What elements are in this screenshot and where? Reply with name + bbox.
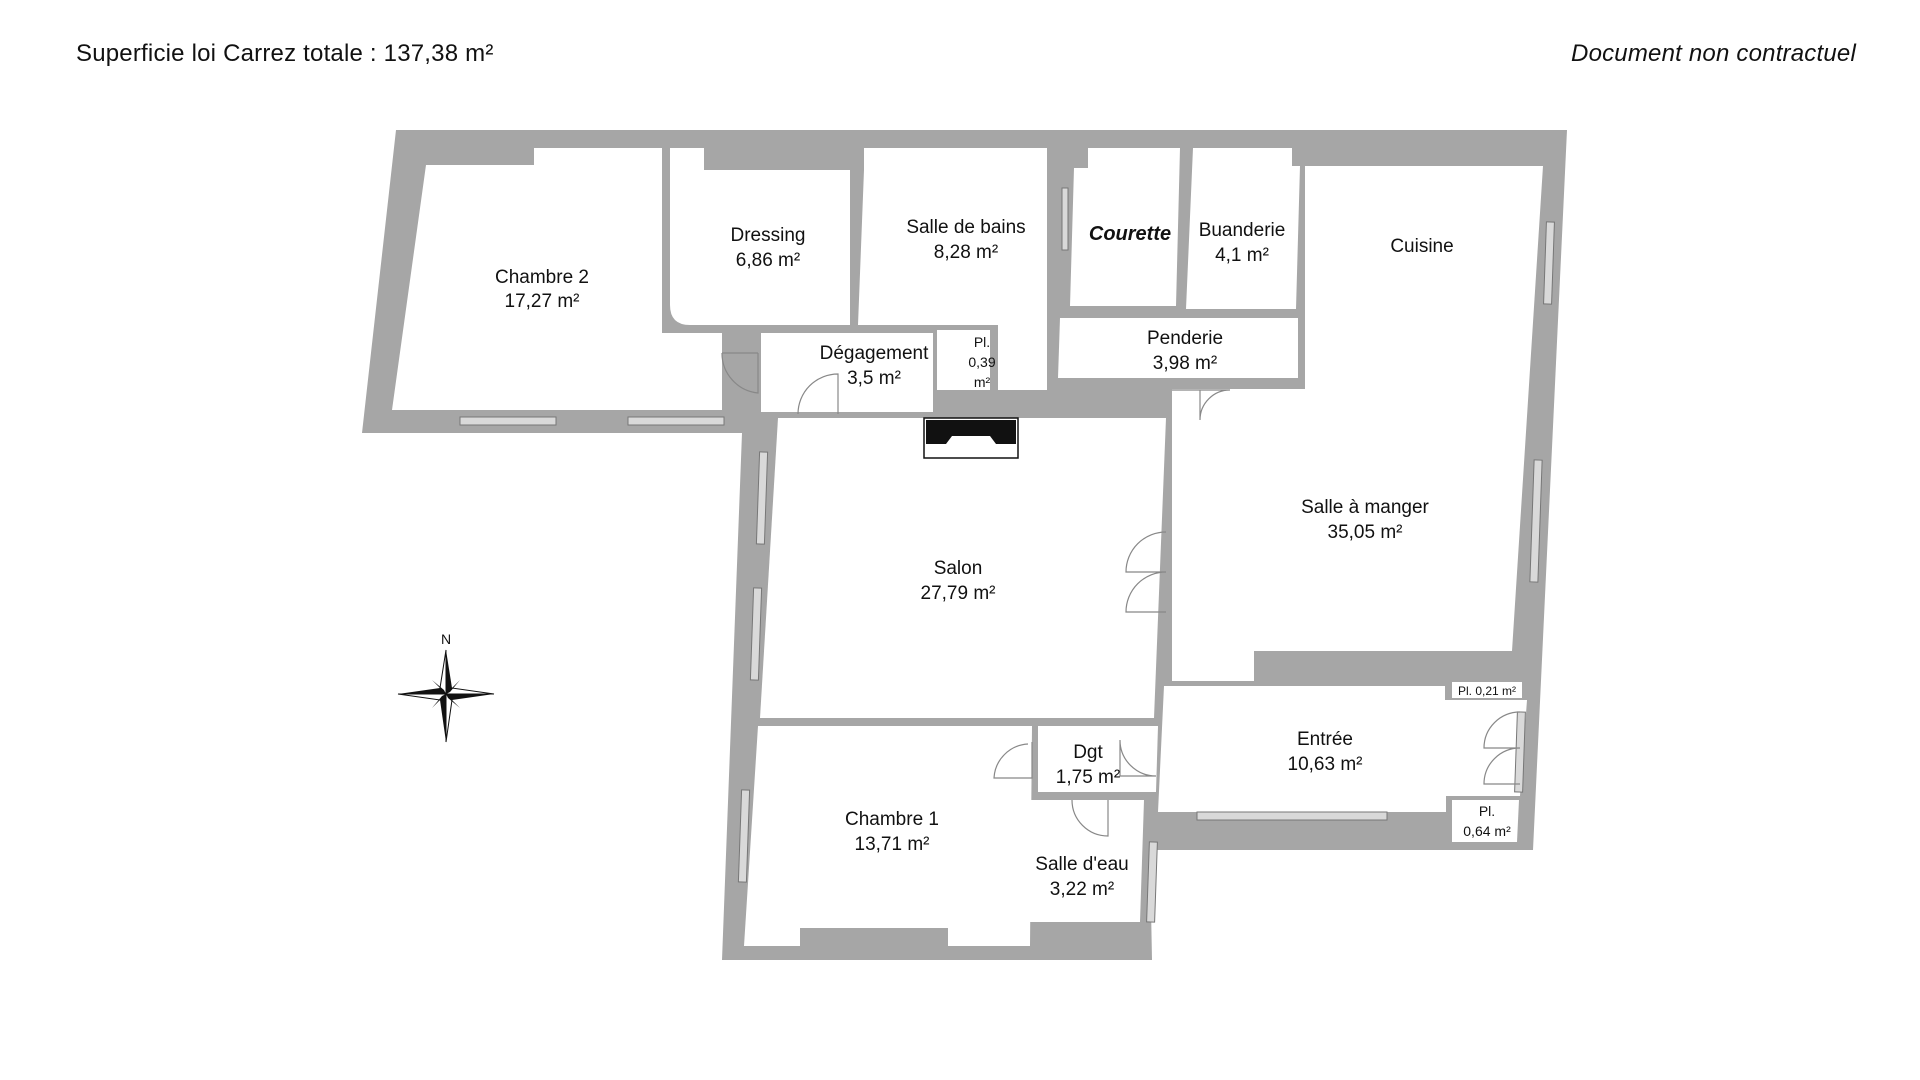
label-placard-1-area-b: m² (974, 374, 991, 390)
label-placard-3-area: 0,64 m² (1463, 823, 1511, 839)
label-dgt-area: 1,75 m² (1056, 767, 1120, 788)
room-dressing (670, 148, 850, 325)
label-cuisine-name: Cuisine (1390, 236, 1453, 257)
label-degagement-area: 3,5 m² (847, 368, 901, 389)
label-entree-area: 10,63 m² (1288, 754, 1363, 775)
label-salon-name: Salon (934, 558, 983, 579)
room-entree (1158, 686, 1527, 812)
room-penderie (1058, 318, 1298, 378)
label-dressing-area: 6,86 m² (736, 250, 800, 271)
room-courette (1070, 148, 1180, 306)
label-degagement-name: Dégagement (820, 343, 930, 364)
label-dressing-name: Dressing (731, 225, 806, 246)
total-area-caption: Superficie loi Carrez totale : 137,38 m² (76, 40, 494, 67)
room-placard-2 (1452, 682, 1522, 698)
label-penderie-name: Penderie (1147, 328, 1223, 349)
label-salle-d-eau-name: Salle d'eau (1035, 854, 1128, 875)
label-salon-area: 27,79 m² (921, 583, 996, 604)
label-salle-de-bains-area: 8,28 m² (934, 242, 998, 263)
label-placard-1-area-a: 0,39 (968, 354, 995, 370)
room-salle-de-bains (858, 148, 1047, 390)
label-buanderie-name: Buanderie (1199, 220, 1286, 241)
room-buanderie (1186, 148, 1300, 309)
label-dgt-name: Dgt (1073, 742, 1103, 763)
label-placard-1-name: Pl. (974, 334, 990, 350)
room-chambre-1 (744, 726, 1032, 946)
room-cuisine-salle-a-manger (1172, 166, 1543, 681)
label-courette-name: Courette (1089, 223, 1171, 245)
doors (721, 352, 1521, 837)
fireplace (923, 417, 1019, 459)
windows (459, 187, 1555, 923)
label-chambre-1-area: 13,71 m² (855, 834, 930, 855)
room-floors (392, 148, 1543, 946)
compass-rose: N (397, 631, 495, 743)
label-placard-3-name: Pl. (1479, 803, 1495, 819)
label-chambre-2-area: 17,27 m² (505, 291, 580, 312)
label-buanderie-area: 4,1 m² (1215, 245, 1269, 266)
label-salle-de-bains-name: Salle de bains (906, 217, 1025, 238)
label-chambre-2-name: Chambre 2 (495, 267, 589, 288)
room-labels: Chambre 2 17,27 m² Dressing 6,86 m² Sall… (495, 217, 1516, 900)
room-placard-1 (937, 330, 990, 390)
room-salle-d-eau (1024, 800, 1144, 922)
label-entree-name: Entrée (1297, 729, 1353, 750)
label-salle-d-eau-area: 3,22 m² (1050, 879, 1114, 900)
compass-north-label: N (441, 631, 451, 647)
label-penderie-area: 3,98 m² (1153, 353, 1217, 374)
room-chambre-2 (392, 148, 722, 410)
label-placard-2: Pl. 0,21 m² (1458, 684, 1516, 698)
label-salle-a-manger-name: Salle à manger (1301, 497, 1429, 518)
room-placard-3 (1452, 800, 1519, 842)
room-salon (760, 418, 1166, 718)
label-salle-a-manger-area: 35,05 m² (1328, 522, 1403, 543)
disclaimer-caption: Document non contractuel (1571, 40, 1856, 67)
label-chambre-1-name: Chambre 1 (845, 809, 939, 830)
